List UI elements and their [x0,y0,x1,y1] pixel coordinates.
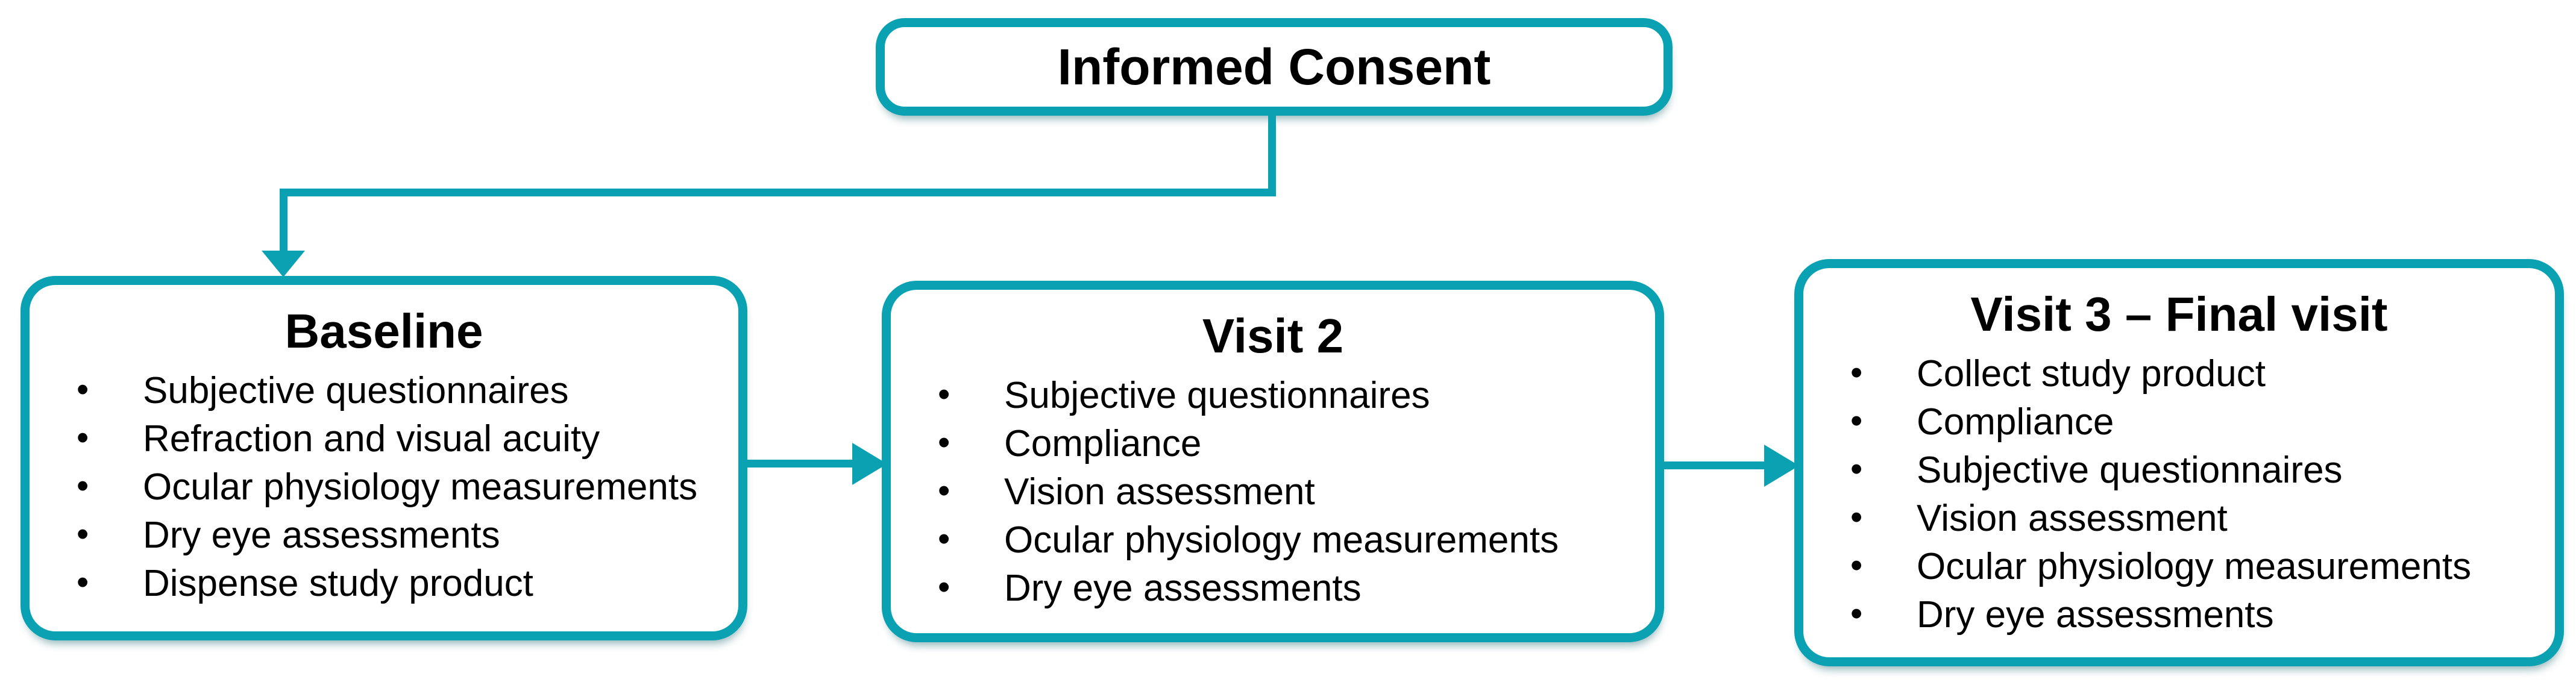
list-item-text: Compliance [1917,401,2114,443]
list-item: • Dry eye assessments [909,564,1637,613]
visit3-box: Visit 3 – Final visit • Collect study pro… [1794,259,2564,666]
bullet-icon: • [1850,546,1863,585]
list-item-text: Subjective questionnaires [1917,449,2343,491]
informed-consent-box: Informed Consent [876,18,1673,116]
list-item: • Vision assessment [1821,495,2537,543]
list-item: • Subjective questionnaires [1821,446,2537,495]
bullet-icon: • [77,418,89,457]
list-item: • Dry eye assessments [1821,591,2537,639]
list-item: • Ocular physiology measurements [1821,543,2537,591]
list-item-text: Vision assessment [1004,471,1315,513]
visit2-title: Visit 2 [1202,309,1344,363]
visit2-content: Visit 2 • Subjective questionnaires • Comp… [891,290,1655,613]
bullet-icon: • [77,563,89,602]
list-item-text: Dry eye assessments [143,514,500,556]
list-item-text: Vision assessment [1917,498,2228,539]
list-item: • Vision assessment [909,468,1637,516]
list-item: • Subjective questionnaires [909,372,1637,420]
bullet-icon: • [77,370,89,409]
visit3-bullet-list: • Collect study product • Compliance • Subj… [1821,350,2537,639]
bullet-icon: • [1850,498,1863,537]
list-item-text: Dry eye assessments [1917,594,2274,636]
visit3-title: Visit 3 – Final visit [1970,287,2388,341]
bullet-icon: • [938,568,950,607]
baseline-content: Baseline • Subjective questionnaires • Ref… [30,285,738,608]
list-item: • Ocular physiology measurements [48,463,720,511]
list-item-text: Subjective questionnaires [1004,375,1430,416]
right-arrowhead-icon [852,443,887,485]
list-item: • Compliance [909,420,1637,468]
bullet-icon: • [77,466,89,505]
down-arrowhead-icon [262,251,305,277]
list-item-text: Dispense study product [143,563,533,604]
right-arrowhead-icon [1764,445,1799,487]
list-item-text: Refraction and visual acuity [143,418,600,460]
list-item-text: Dry eye assessments [1004,568,1362,609]
list-item: • Dry eye assessments [48,511,720,560]
bullet-icon: • [938,375,950,414]
baseline-title: Baseline [284,304,483,358]
visit3-content: Visit 3 – Final visit • Collect study pro… [1803,268,2555,639]
informed-consent-title: Informed Consent [1057,39,1491,95]
arrow-stem-baseline-to-visit2 [746,460,855,468]
connector-vertical-to-baseline [280,189,287,256]
bullet-icon: • [1850,449,1863,489]
list-item: • Compliance [1821,398,2537,446]
list-item-text: Ocular physiology measurements [1917,546,2472,587]
list-item-text: Compliance [1004,423,1202,464]
list-item: • Subjective questionnaires [48,367,720,415]
list-item: • Ocular physiology measurements [909,516,1637,564]
visit2-bullet-list: • Subjective questionnaires • Compliance •… [909,372,1637,613]
list-item: • Dispense study product [48,560,720,608]
baseline-box: Baseline • Subjective questionnaires • Ref… [20,276,747,640]
arrow-stem-visit2-to-visit3 [1663,461,1767,469]
connector-horizontal [280,189,1276,196]
bullet-icon: • [938,471,950,510]
bullet-icon: • [938,423,950,462]
bullet-icon: • [77,514,89,554]
bullet-icon: • [1850,353,1863,392]
bullet-icon: • [1850,594,1863,633]
list-item-text: Ocular physiology measurements [1004,519,1559,561]
bullet-icon: • [938,519,950,558]
list-item-text: Subjective questionnaires [143,370,569,411]
list-item-text: Ocular physiology measurements [143,466,698,508]
list-item: • Collect study product [1821,350,2537,398]
bullet-icon: • [1850,401,1863,440]
baseline-bullet-list: • Subjective questionnaires • Refraction a… [48,367,720,608]
connector-vertical-from-consent [1268,114,1276,196]
list-item-text: Collect study product [1917,353,2266,395]
visit2-box: Visit 2 • Subjective questionnaires • Comp… [882,281,1664,642]
list-item: • Refraction and visual acuity [48,415,720,463]
